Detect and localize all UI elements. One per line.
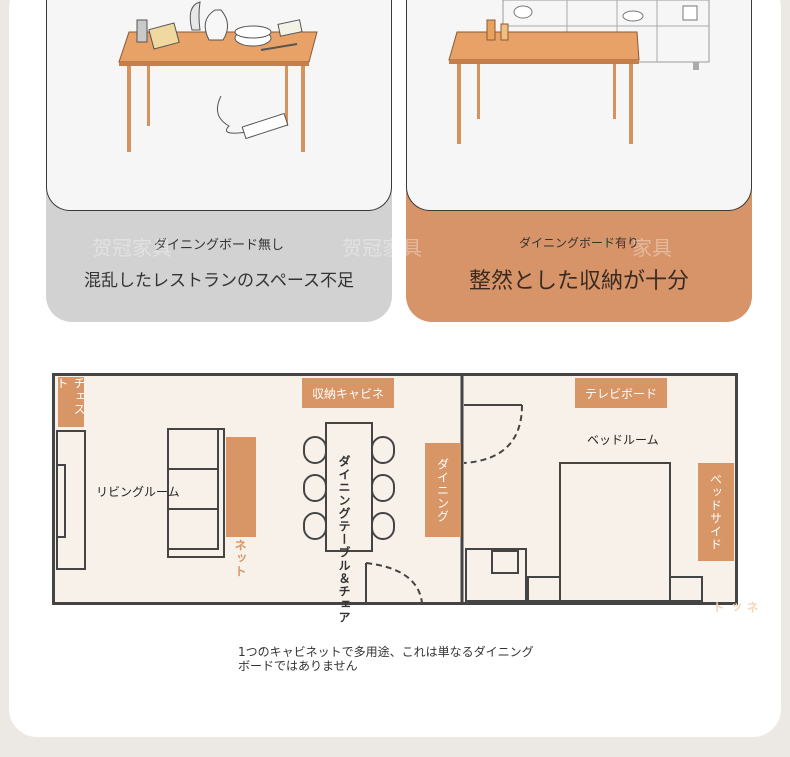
with-board-label: ダイニングボード有り bbox=[518, 236, 639, 250]
tv-board-label: テレビボード bbox=[575, 378, 667, 408]
dining-board-label: ダイニング bbox=[425, 443, 461, 537]
watermark-right: 家具 bbox=[632, 236, 672, 260]
caption-text: 1つのキャビネットで多用途、これは単なるダイニングボードではありません bbox=[238, 645, 534, 673]
chest-label: チェスト bbox=[55, 377, 86, 427]
bedside-label: ベッドサイド bbox=[698, 463, 734, 561]
living-room-label: リビングルーム bbox=[96, 485, 180, 499]
with-board-panel: ダイニングボード有り 整然とした収納が十分 bbox=[406, 0, 752, 322]
net-left-label: ネット bbox=[233, 539, 247, 578]
without-board-panel: ダイニングボード無し 混乱したレストランのスペース不足 bbox=[46, 0, 392, 322]
without-board-label: ダイニングボード無し bbox=[153, 238, 284, 253]
messy-table-illustration bbox=[46, 0, 392, 211]
watermark-left: 贺冠家具 bbox=[92, 236, 172, 260]
floor-plan: チェスト リビングルーム ネット 収納キャビネ ダイニングテーブル＆チェア ダイ… bbox=[52, 373, 759, 624]
watermark-center: 贺冠家具 bbox=[342, 236, 422, 260]
storage-cabinet-label: 収納キャビネ bbox=[302, 378, 394, 408]
dining-table-label: ダイニングテーブル＆チェア bbox=[337, 455, 351, 624]
without-board-description: 混乱したレストランのスペース不足 bbox=[84, 271, 354, 291]
organized-table-illustration bbox=[406, 0, 752, 211]
with-board-description: 整然とした収納が十分 bbox=[468, 269, 689, 294]
net-right-label: ネット bbox=[711, 601, 759, 614]
bedroom-label: ベッドルーム bbox=[587, 433, 659, 447]
